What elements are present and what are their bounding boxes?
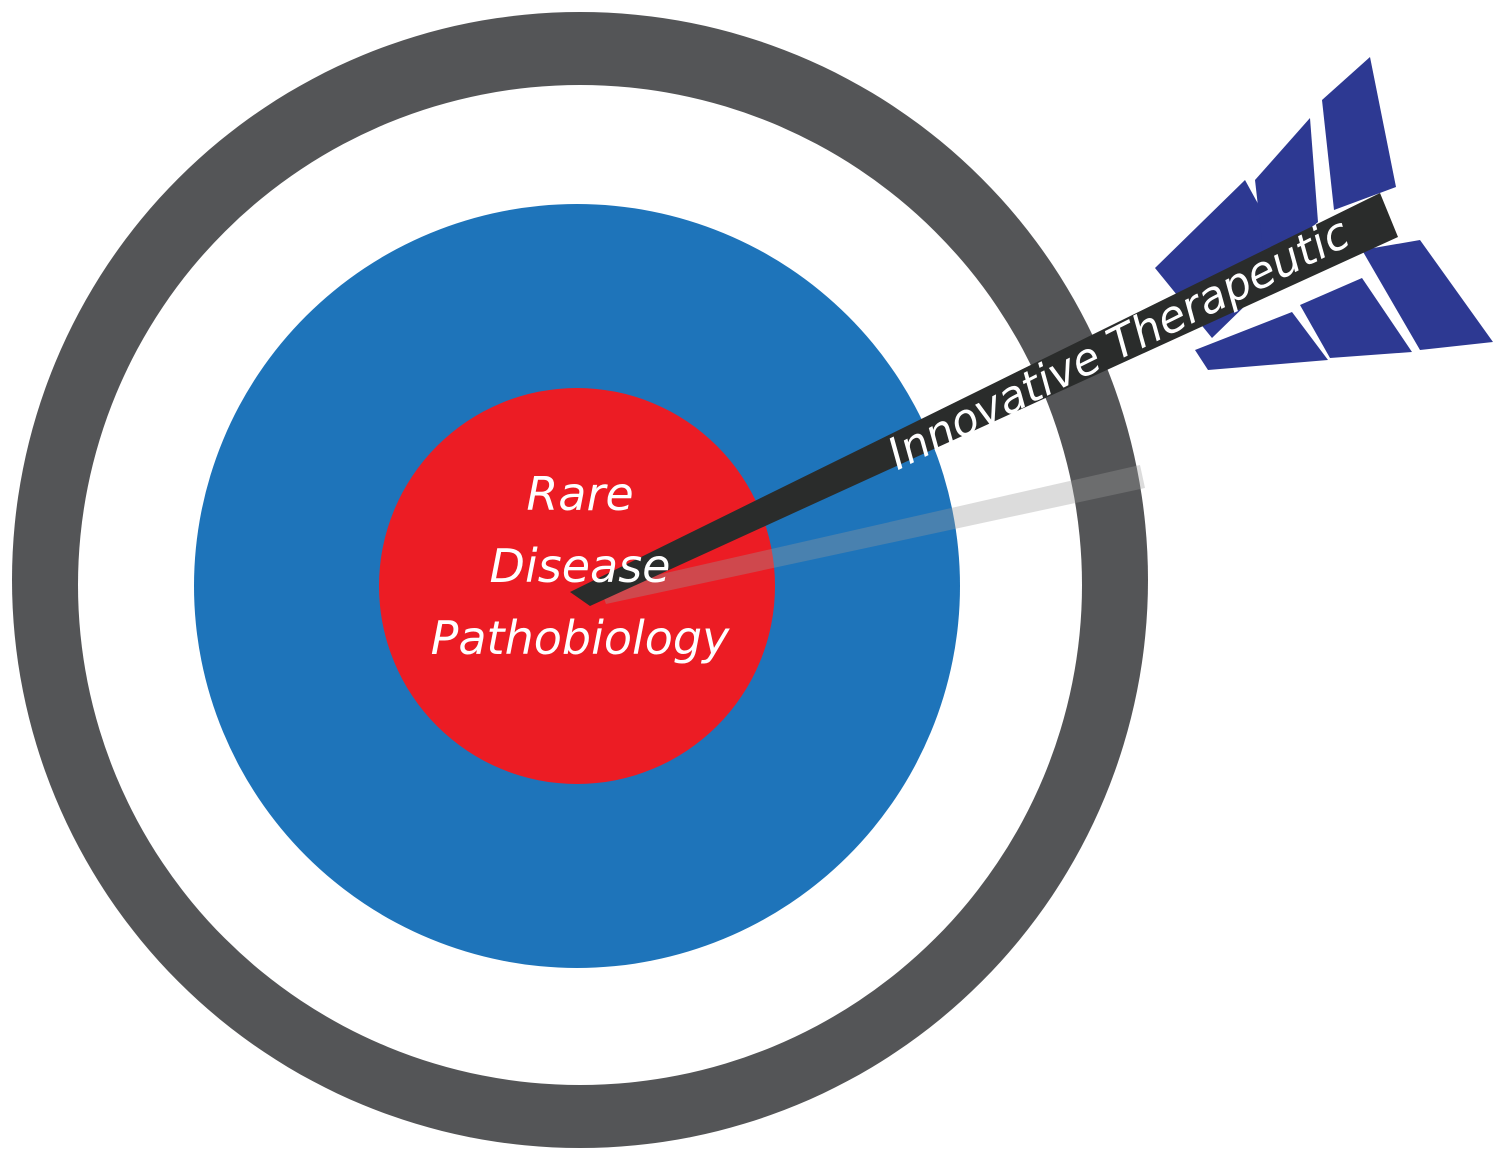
bullseye-line-1: Rare	[526, 467, 633, 521]
target	[12, 12, 1148, 1148]
fletching-lower-3	[1362, 240, 1493, 350]
arrow-shadow	[600, 465, 1145, 604]
bullseye-line-3: Pathobiology	[431, 611, 731, 665]
bullseye-label: Rare Disease Pathobiology	[431, 467, 731, 665]
fletching-lower-2	[1300, 278, 1412, 358]
fletching-lower-1	[1195, 312, 1328, 370]
fletching-upper-3	[1322, 57, 1396, 210]
bullseye-line-2: Disease	[490, 539, 671, 593]
fletching-upper-2	[1255, 118, 1318, 268]
bullseye	[379, 388, 775, 784]
arrow-shaft	[570, 193, 1398, 606]
